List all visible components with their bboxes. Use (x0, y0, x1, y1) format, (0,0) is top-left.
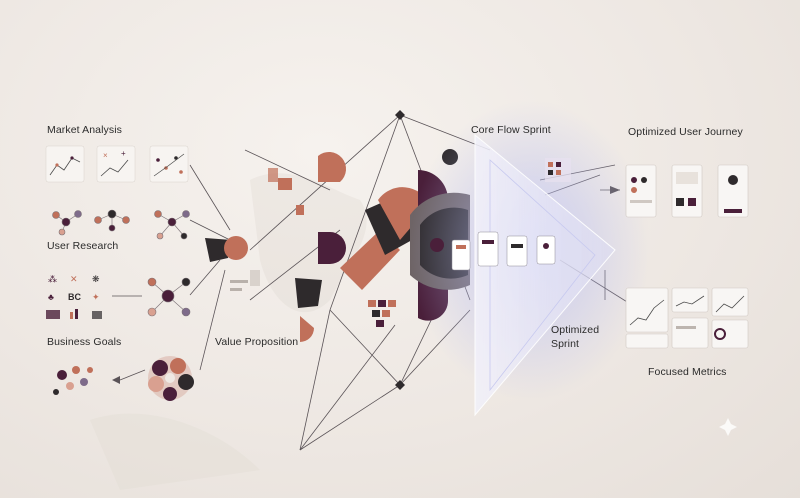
business-glyph-grid: ⁂ ✕ ❋ ♣ BC ✦ (46, 274, 102, 319)
market-analysis-cards: ×+ (45, 145, 189, 183)
user-research-networks (52, 209, 190, 240)
bottom-node-diamond (395, 380, 405, 390)
sprint-screens (430, 158, 571, 271)
prism-triangle (474, 133, 616, 417)
svg-text:❋: ❋ (92, 274, 100, 284)
label-optimized-sprint-line2: Sprint (551, 338, 580, 350)
journey-screens (625, 164, 749, 218)
business-goals-cluster-left (53, 366, 93, 395)
svg-text:✦: ✦ (92, 292, 100, 302)
business-goals-cluster-right (148, 356, 194, 401)
svg-text:✕: ✕ (70, 274, 78, 284)
svg-text:⁂: ⁂ (48, 274, 57, 284)
svg-text:♣: ♣ (48, 292, 54, 302)
label-market-analysis: Market Analysis (47, 124, 123, 136)
label-focused-metrics: Focused Metrics (648, 366, 727, 378)
bc-glyph: BC (68, 292, 81, 302)
label-value-proposition: Value Proposition (215, 336, 299, 348)
label-optimized-user-journey: Optimized User Journey (628, 126, 743, 138)
arrow-left-icon (112, 376, 120, 384)
persona-cluster (147, 277, 191, 317)
sparkle-icon (719, 418, 737, 436)
metrics-dashboards (625, 287, 749, 349)
svg-text:+: + (121, 149, 126, 158)
label-user-research: User Research (47, 240, 119, 252)
label-core-flow-sprint: Core Flow Sprint (471, 124, 551, 136)
top-node-diamond (395, 110, 405, 120)
prism-inner-edge (489, 159, 596, 392)
svg-text:×: × (103, 151, 108, 160)
label-business-goals: Business Goals (47, 336, 122, 348)
label-optimized-sprint-line1: Optimized (551, 324, 600, 336)
